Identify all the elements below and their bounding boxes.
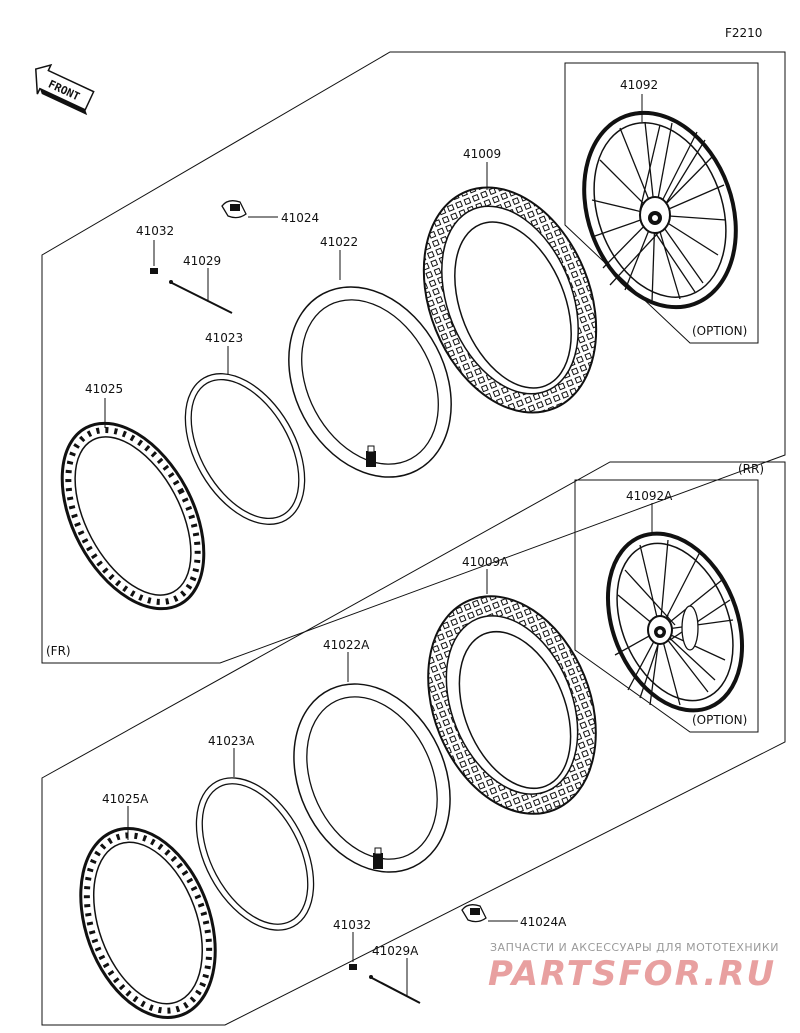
option-box-bottom bbox=[574, 479, 759, 733]
wheel-41092 bbox=[582, 110, 738, 310]
tube-41022A bbox=[293, 683, 451, 873]
tire-41009A bbox=[427, 595, 597, 815]
part-label-41092: 41092 bbox=[620, 78, 658, 92]
part-label-41024: 41024 bbox=[281, 211, 319, 225]
section-label-front: (FR) bbox=[46, 644, 71, 658]
part-label-41009A: 41009A bbox=[462, 555, 509, 569]
rim-band-41023A bbox=[195, 777, 315, 931]
option-box-top bbox=[564, 62, 759, 344]
rim-band-41023 bbox=[184, 373, 306, 525]
part-label-41029: 41029 bbox=[183, 254, 221, 268]
front-arrow-icon: FRONT bbox=[34, 63, 95, 116]
tube-41022 bbox=[288, 286, 452, 478]
watermark-tagline: ЗАПЧАСТИ И АКСЕССУАРЫ ДЛЯ МОТОТЕХНИКИ bbox=[490, 941, 779, 954]
option-label-bottom: (OPTION) bbox=[692, 713, 747, 727]
rim-lock-41024 bbox=[221, 200, 278, 219]
leader-lines-bottom bbox=[127, 503, 653, 840]
valve-cap-41032 bbox=[150, 240, 158, 274]
rear-section-frame bbox=[41, 461, 786, 1026]
tire-41009 bbox=[422, 186, 598, 414]
front-section-frame bbox=[41, 51, 786, 664]
section-label-rear: (RR) bbox=[738, 462, 764, 476]
part-label-41029A: 41029A bbox=[372, 944, 419, 958]
part-label-41092A: 41092A bbox=[626, 489, 673, 503]
rim-lock-41024A bbox=[461, 904, 518, 923]
spoke-41029A bbox=[369, 958, 421, 1004]
part-label-41022: 41022 bbox=[320, 235, 358, 249]
part-label-41025: 41025 bbox=[85, 382, 123, 396]
valve-cap-41032-rear bbox=[349, 932, 357, 970]
part-label-41023: 41023 bbox=[205, 331, 243, 345]
wheel-41092A bbox=[605, 531, 745, 713]
part-label-41032-rear: 41032 bbox=[333, 918, 371, 932]
part-label-41009: 41009 bbox=[463, 147, 501, 161]
spoke-41029 bbox=[169, 268, 233, 314]
option-label-top: (OPTION) bbox=[692, 324, 747, 338]
part-label-41032: 41032 bbox=[136, 224, 174, 238]
part-label-41022A: 41022A bbox=[323, 638, 370, 652]
part-label-41023A: 41023A bbox=[208, 734, 255, 748]
watermark-brand: PARTSFOR.RU bbox=[488, 954, 776, 994]
part-label-41024A: 41024A bbox=[520, 915, 567, 929]
diagram-code: F2210 bbox=[725, 26, 762, 40]
rim-41025 bbox=[60, 421, 206, 611]
rim-41025A bbox=[79, 827, 217, 1019]
leader-lines-top bbox=[104, 94, 643, 428]
part-label-41025A: 41025A bbox=[102, 792, 149, 806]
